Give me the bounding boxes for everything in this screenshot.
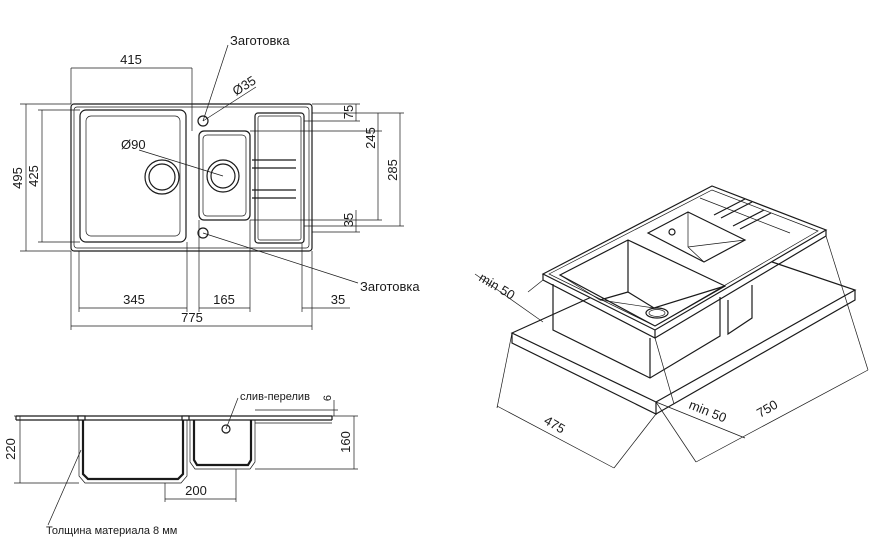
dim-750: 750 [754, 397, 780, 421]
top-view: Заготовка Заготовка 415 Ø35 Ø90 75 245 2… [10, 33, 420, 330]
dim-425: 425 [26, 165, 41, 187]
large-bowl-inner [85, 115, 181, 237]
label-zagotovka-bottom: Заготовка [360, 279, 420, 294]
dim-775: 775 [181, 310, 203, 325]
large-drain [144, 159, 180, 195]
sink-outline [70, 103, 313, 252]
label-drain-overflow: слив-перелив [240, 391, 310, 403]
tap-hole-blank-bottom [197, 227, 209, 239]
dim-min50-top: min 50 [476, 270, 517, 303]
dim-d90: Ø90 [121, 137, 146, 152]
dim-200: 200 [185, 483, 207, 498]
large-bowl-section [81, 420, 185, 481]
dim-35-bottom: 35 [331, 292, 345, 307]
dim-415: 415 [120, 52, 142, 67]
label-thickness: Толщина материала 8 мм [46, 525, 177, 537]
small-bowl-inner [202, 134, 247, 217]
dim-min50-right: min 50 [687, 397, 729, 426]
dim-75: 75 [341, 105, 356, 119]
dim-165: 165 [213, 292, 235, 307]
large-bowl [79, 109, 187, 243]
sink-outline-inner [73, 106, 310, 249]
small-drain [206, 159, 240, 193]
large-drain-inner [148, 163, 176, 191]
dim-160: 160 [338, 431, 353, 453]
dim-345: 345 [123, 292, 145, 307]
iso-view: min 50 475 min 50 750 [474, 185, 869, 469]
tap-hole-blank-top [197, 115, 209, 127]
iso-tap-hole [668, 228, 676, 236]
small-drain-inner [210, 163, 236, 189]
iso-large-drain [645, 307, 669, 319]
overflow-hole [221, 424, 231, 434]
dim-285: 285 [385, 159, 400, 181]
small-bowl-section [192, 420, 253, 467]
dim-475: 475 [542, 413, 568, 437]
dim-245: 245 [363, 127, 378, 149]
section-view: слив-перелив 6 220 160 200 Толщина матер… [3, 391, 358, 537]
dim-495: 495 [10, 167, 25, 189]
drainboard [254, 112, 305, 244]
drainboard-inner [257, 115, 302, 241]
dim-35-right: 35 [341, 213, 356, 227]
dim-220: 220 [3, 438, 18, 460]
label-zagotovka-top: Заготовка [230, 33, 290, 48]
dim-6: 6 [322, 395, 334, 401]
